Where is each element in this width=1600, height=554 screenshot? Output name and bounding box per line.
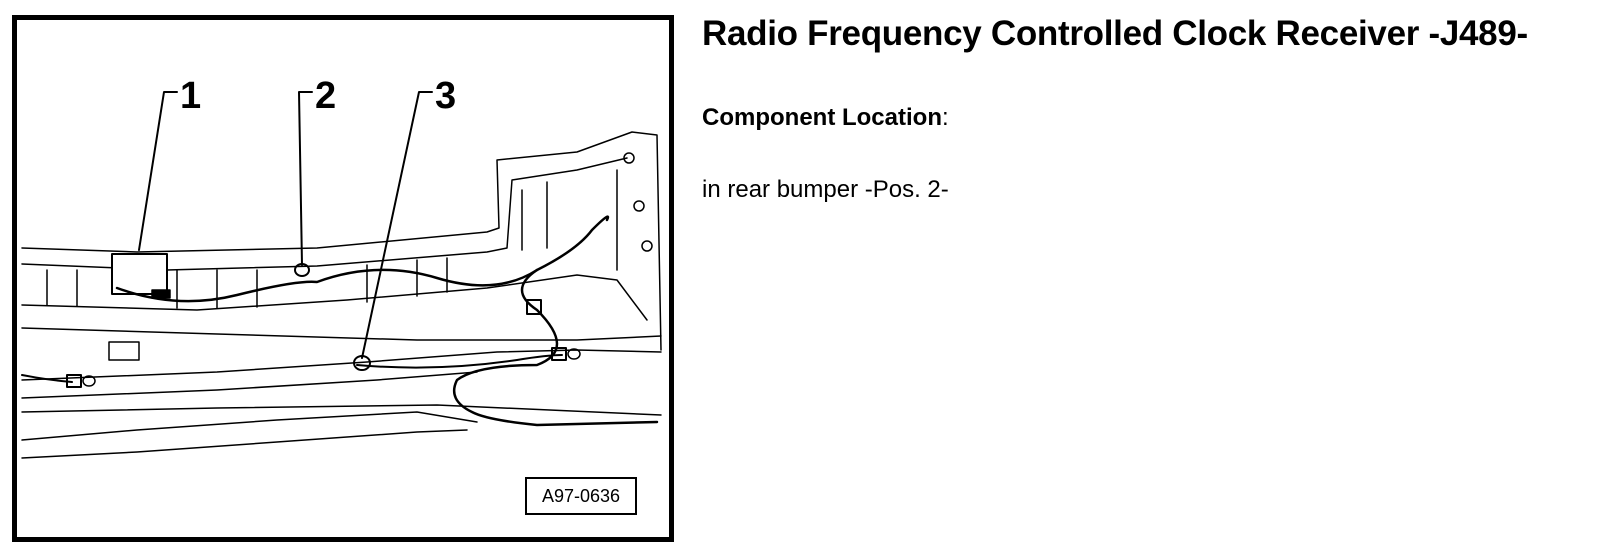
wiring-harness (115, 215, 610, 303)
component-illustration: 1 2 3 A97-0636 (12, 15, 674, 542)
figure-id-label: A97-0636 (525, 477, 637, 515)
bumper-upper-edge (21, 131, 662, 351)
connector-right (551, 347, 567, 361)
callout-1: 1 (180, 75, 202, 117)
sensor-right (567, 348, 581, 360)
location-label-colon: : (941, 104, 949, 131)
clip-1 (623, 152, 635, 164)
leader-3 (361, 91, 433, 359)
module-box (111, 253, 168, 295)
bumper-rail-top (21, 411, 478, 441)
component-location-text: in rear bumper -Pos. 2- (702, 176, 949, 203)
bumper-lower-panel (21, 274, 648, 321)
leader-1 (138, 91, 178, 251)
wiring-branch-down (452, 268, 659, 427)
bumper-rail-bottom (21, 429, 468, 459)
clip-3 (641, 240, 653, 252)
callout-3: 3 (435, 75, 457, 117)
module-connector (151, 289, 171, 299)
callout-2: 2 (315, 75, 337, 117)
clip-2 (633, 200, 645, 212)
bumper-base (21, 404, 662, 416)
component-location-label: Component Location: (702, 104, 949, 132)
leader-2 (298, 91, 313, 266)
tow-cover (108, 341, 140, 361)
rear-bumper-drawing (21, 91, 662, 459)
connector-left (66, 374, 82, 388)
page-title: Radio Frequency Controlled Clock Receive… (702, 14, 1528, 53)
sensor-left (82, 375, 96, 387)
connector-mid (526, 299, 542, 315)
bumper-inner-edge (21, 157, 628, 271)
bumper-mid-top (21, 327, 662, 341)
bumper-mid-lower (21, 349, 662, 381)
bumper-mid-bottom (21, 371, 478, 399)
location-label-text: Component Location (702, 104, 942, 131)
wiring-branch-left (21, 354, 563, 383)
bumper-ribs (46, 169, 618, 309)
